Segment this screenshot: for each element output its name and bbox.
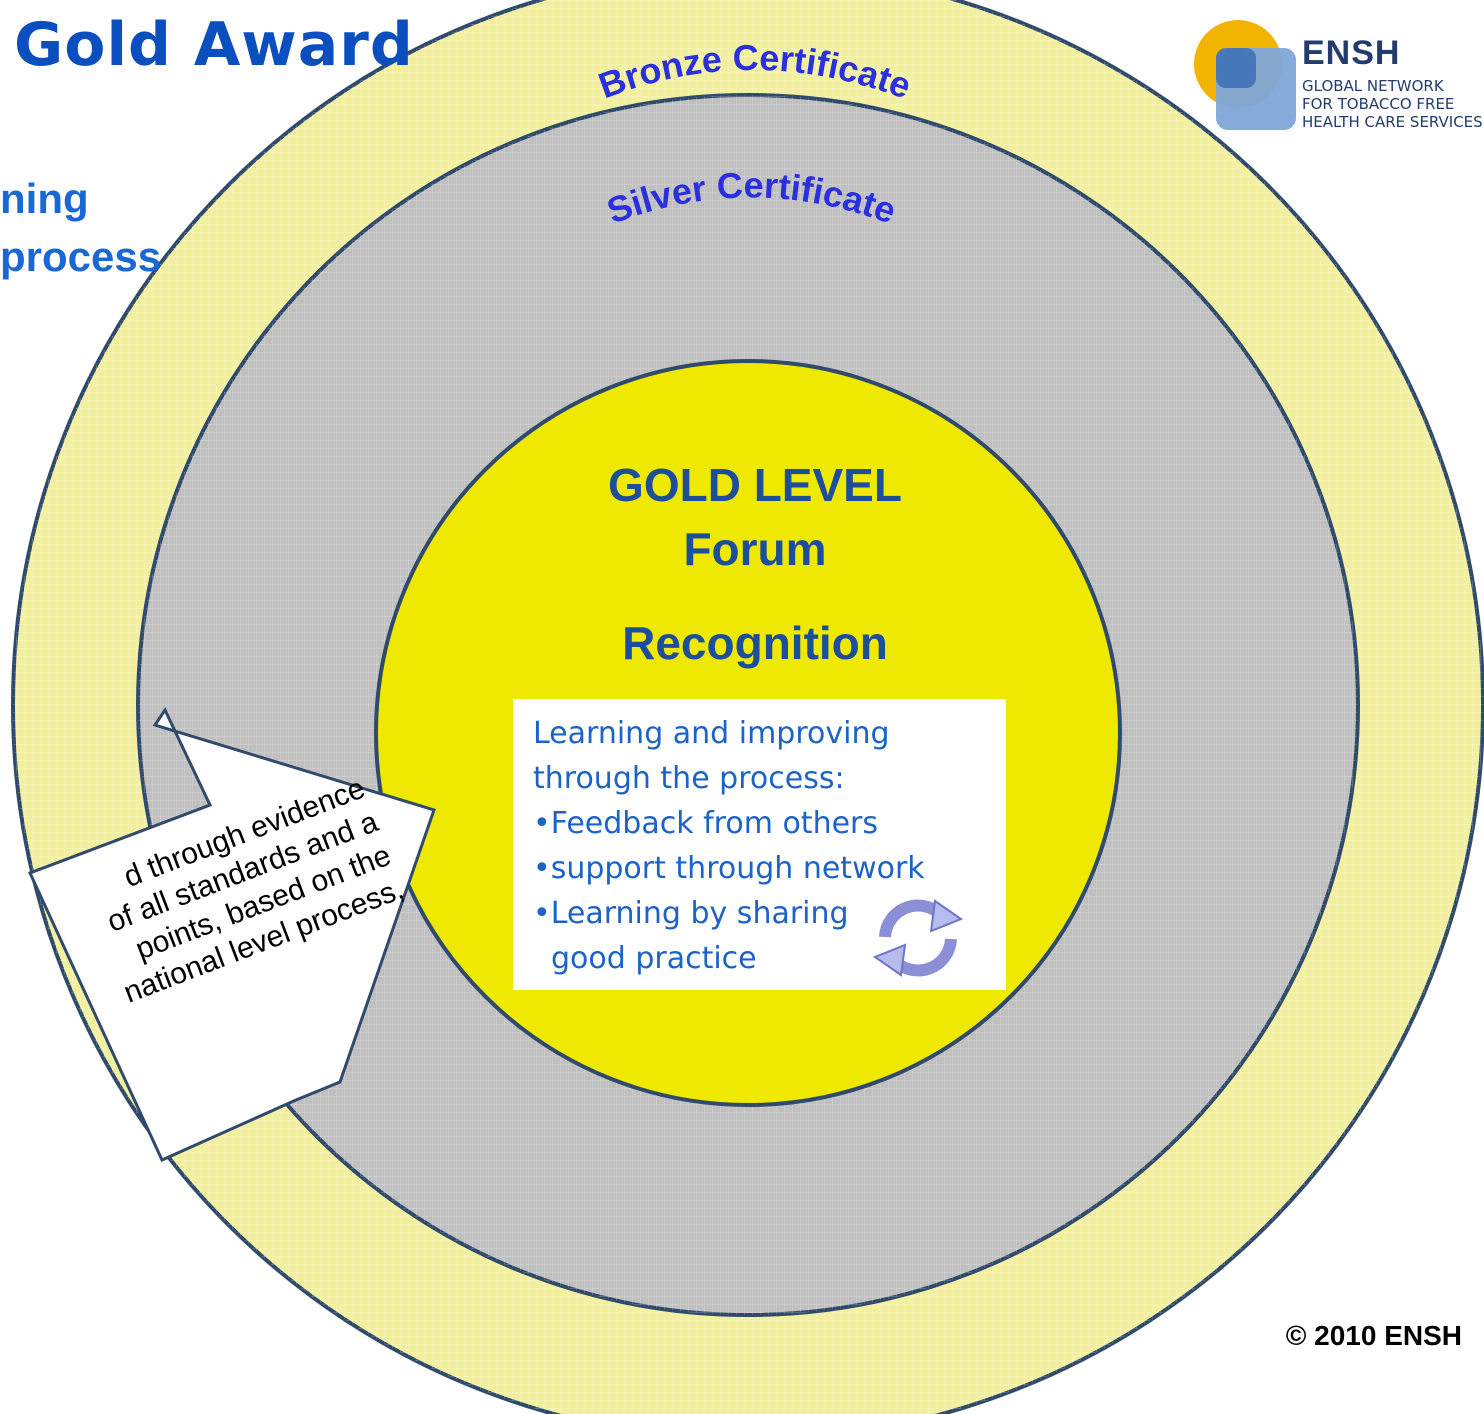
list-item: •Feedback from others bbox=[533, 806, 879, 841]
arrow-shape bbox=[27, 706, 436, 1162]
logo-tagline: GLOBAL NETWORK FOR TOBACCO FREE HEALTH C… bbox=[1302, 77, 1483, 131]
cycle-arrows-icon bbox=[872, 899, 964, 977]
subtitle: ning process bbox=[0, 175, 162, 280]
ensh-logo-icon bbox=[1194, 20, 1296, 130]
copyright-notice: © 2010 ENSH bbox=[1285, 1320, 1462, 1351]
learning-info-box: Learning and improving through the proce… bbox=[513, 699, 1006, 990]
list-item: •Learning by sharing bbox=[533, 896, 849, 931]
forum-heading: Forum bbox=[683, 523, 827, 575]
learning-bullet-list: •Feedback from others •support through n… bbox=[533, 801, 1006, 981]
gold-level-heading: GOLD LEVEL bbox=[608, 459, 902, 511]
list-item-continuation: good practice bbox=[551, 941, 757, 976]
list-item: •support through network bbox=[533, 851, 925, 886]
logo-name: ENSH bbox=[1302, 34, 1401, 72]
page-title: Gold Award bbox=[14, 10, 414, 80]
recognition-heading: Recognition bbox=[622, 617, 888, 669]
